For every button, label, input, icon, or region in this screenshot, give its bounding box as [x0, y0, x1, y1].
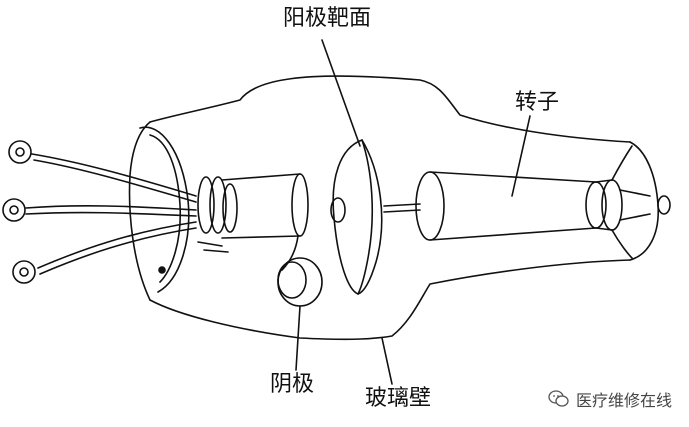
stem-coil-1 [197, 176, 215, 234]
glass-envelope [149, 75, 631, 341]
lead-wire-2 [25, 205, 197, 211]
watermark: 医疗维修在线 [548, 387, 672, 411]
anode-shaft [383, 203, 421, 213]
terminal-lug-2 [2, 198, 26, 222]
rotor-cylinder [429, 171, 597, 241]
left-end-cap [128, 121, 151, 301]
cathode-arm [281, 235, 299, 271]
stem-coil-3 [222, 183, 238, 233]
terminal-lug-3 [12, 260, 36, 284]
label-glass-wall: 玻璃壁 [365, 386, 432, 411]
right-end-cap [629, 141, 659, 261]
end-terminal [657, 195, 671, 215]
lead-wire-3b [39, 227, 197, 275]
lead-wire-2b [25, 211, 197, 217]
watermark-text: 医疗维修在线 [576, 391, 673, 410]
label-cathode: 阴极 [270, 372, 315, 397]
lead-wire-1 [31, 153, 197, 197]
leader-anode-target [321, 39, 361, 147]
cathode-cylinder-end [291, 173, 309, 237]
stem-coil-2 [209, 176, 227, 234]
anode-target-disk [332, 139, 383, 295]
leader-cathode [295, 305, 301, 371]
label-rotor: 转子 [515, 90, 560, 115]
flange-dot [158, 266, 166, 274]
lead-wire-1b [33, 159, 197, 203]
leader-rotor [511, 115, 531, 197]
anode-hub [330, 197, 346, 223]
left-flange-inner [149, 134, 182, 283]
rotor-cylinder-front [415, 171, 445, 241]
label-anode-target: 阳极靶面 [283, 6, 372, 31]
leader-glass-wall [381, 337, 393, 385]
lead-wire-3 [37, 221, 197, 269]
bearing [595, 179, 613, 231]
wechat-icon [548, 390, 569, 407]
rotor-cylinder-back [585, 181, 607, 229]
terminal-lug-1 [8, 140, 32, 164]
cathode-cylinder [221, 173, 301, 239]
